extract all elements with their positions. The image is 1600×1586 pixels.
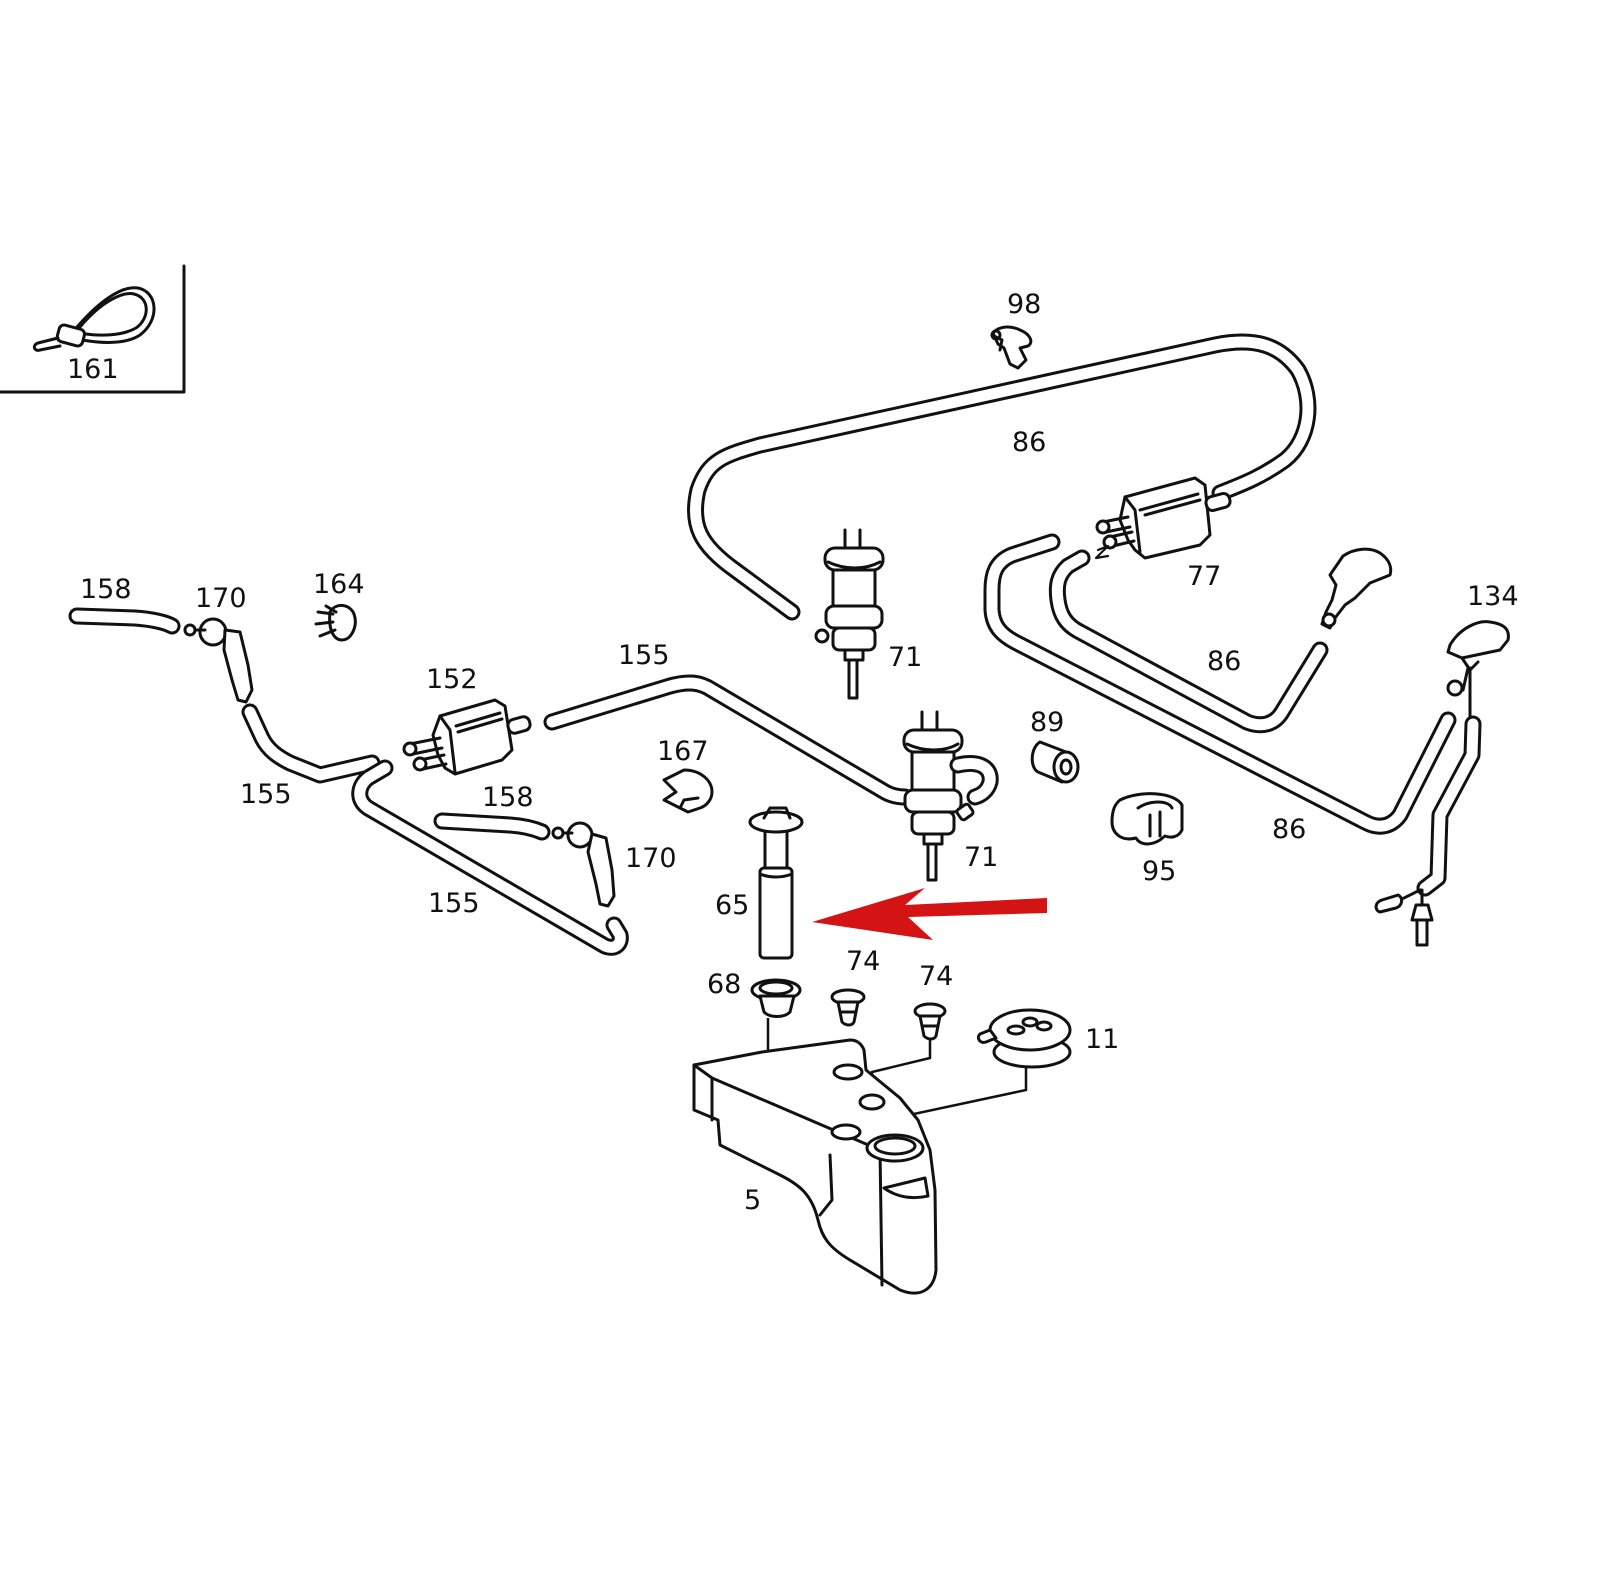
hose-155-long[interactable] [351, 759, 629, 956]
retaining-clip-167-icon[interactable] [662, 768, 714, 814]
short-hose-158-center[interactable] [433, 812, 551, 841]
washer-nozzle-134-icon[interactable] [1374, 620, 1510, 947]
label-155-elbow: 155 [240, 779, 292, 810]
label-152: 152 [426, 664, 478, 695]
label-86-top: 86 [1012, 427, 1046, 458]
label-89: 89 [1030, 707, 1064, 738]
hose-holder-95-icon[interactable] [1110, 792, 1184, 846]
check-valve-77-icon[interactable] [1094, 476, 1232, 560]
label-167: 167 [657, 736, 709, 767]
label-98: 98 [1007, 289, 1041, 320]
label-170-center: 170 [625, 843, 677, 874]
label-95: 95 [1142, 856, 1176, 887]
hose-155-elbow[interactable] [241, 703, 381, 784]
rubber-sleeve-89-icon[interactable] [1030, 740, 1080, 784]
label-68: 68 [707, 969, 741, 1000]
hose-155-upper[interactable] [543, 674, 914, 806]
label-158-left: 158 [80, 574, 132, 605]
level-sensor-65-icon[interactable] [748, 806, 804, 960]
hose-86-middle[interactable] [1048, 549, 1329, 734]
cable-tie-icon [32, 286, 156, 352]
inset-box: 161 [0, 264, 186, 394]
highlight-arrow-icon [812, 888, 1047, 940]
washer-pump-71-lower-icon[interactable] [902, 710, 999, 882]
label-161: 161 [67, 354, 119, 385]
grommet-74b-icon[interactable] [913, 1002, 947, 1041]
hose-clamp-164-icon[interactable] [314, 604, 357, 642]
label-74a: 74 [846, 946, 880, 977]
label-74b: 74 [919, 961, 953, 992]
label-71-upper: 71 [888, 642, 922, 673]
label-65: 65 [715, 890, 749, 921]
label-155-upper: 155 [618, 640, 670, 671]
label-77: 77 [1187, 561, 1221, 592]
grommet-68-icon[interactable] [750, 978, 802, 1018]
check-valve-152-icon[interactable] [402, 698, 532, 776]
label-71-lower: 71 [964, 842, 998, 873]
grommet-74a-icon[interactable] [830, 988, 866, 1027]
label-86-lower: 86 [1272, 814, 1306, 845]
short-hose-158-left[interactable] [68, 607, 181, 635]
filler-cap-11-icon[interactable] [976, 1008, 1072, 1069]
label-155-long: 155 [428, 888, 480, 919]
washer-pump-71-upper-icon[interactable] [814, 528, 885, 700]
label-170-left: 170 [195, 583, 247, 614]
nozzle-cap-icon[interactable] [1320, 547, 1393, 630]
hose-86-upper[interactable] [686, 333, 1317, 621]
hose-clip-icon[interactable] [990, 325, 1033, 370]
label-164: 164 [313, 569, 365, 600]
label-134: 134 [1467, 581, 1519, 612]
hose-86-lower[interactable] [983, 533, 1457, 835]
label-158-center: 158 [482, 782, 534, 813]
washer-fluid-reservoir-5-icon[interactable] [692, 1038, 938, 1295]
nozzle-170-left-icon[interactable] [183, 617, 254, 704]
label-5: 5 [744, 1185, 761, 1216]
label-86-middle: 86 [1207, 646, 1241, 677]
label-11: 11 [1085, 1024, 1119, 1055]
arrow-shape [812, 888, 1047, 940]
nozzle-170-center-icon[interactable] [551, 821, 616, 908]
